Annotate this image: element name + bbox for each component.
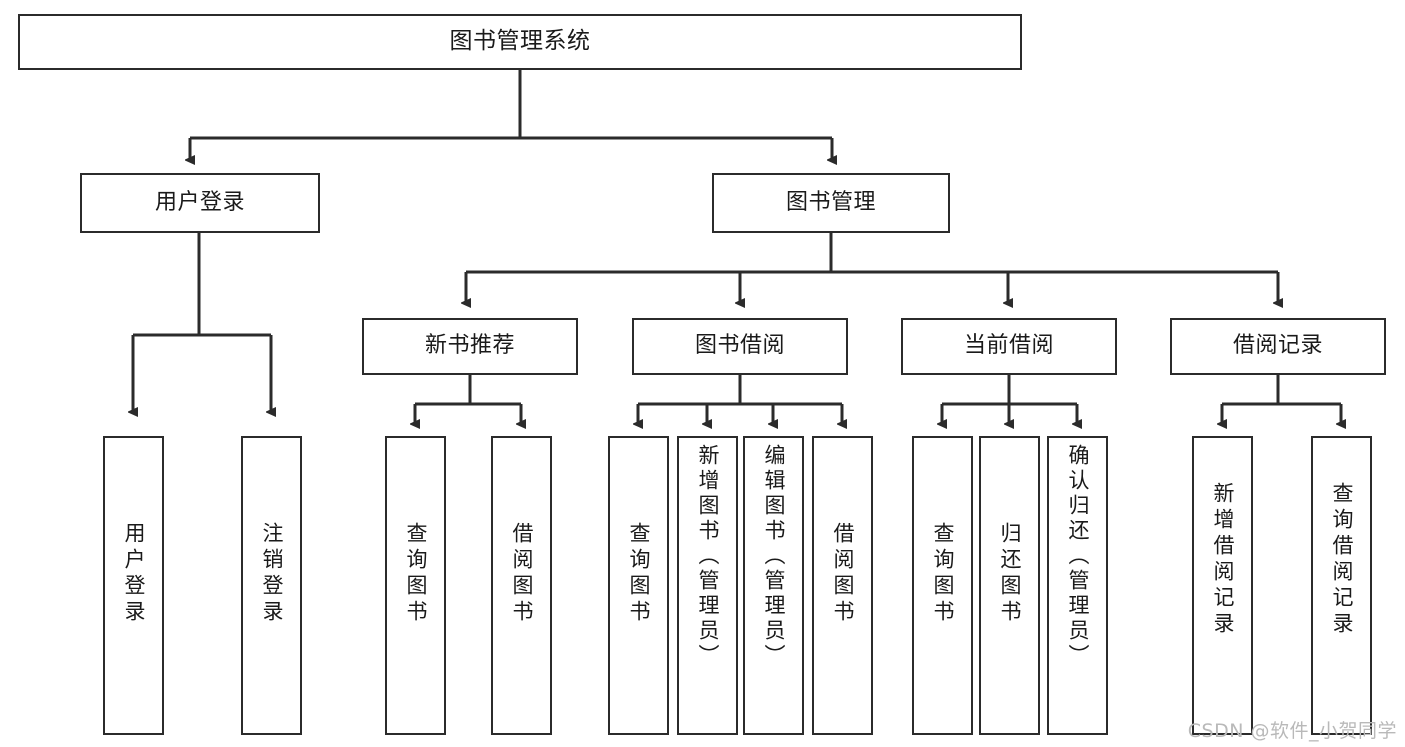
leaf-logout-login[interactable]: 注销登录 <box>241 436 302 735</box>
leaf-borrow-book-2[interactable]: 借阅图书 <box>812 436 873 735</box>
node-label: 图书借阅 <box>694 333 785 359</box>
node-label: 归还图书 <box>998 522 1022 626</box>
node-label: 用户登录 <box>122 522 146 626</box>
csdn-watermark: CSDN @软件_小贺同学 <box>1187 720 1397 742</box>
node-label: 新书推荐 <box>424 333 515 359</box>
node-label: 新增借阅记录 <box>1211 482 1235 638</box>
leaf-borrow-book-1[interactable]: 借阅图书 <box>491 436 552 735</box>
node-label: 编辑图书（管理员） <box>762 444 786 669</box>
node-label: 查询图书 <box>404 522 428 626</box>
leaf-return-book[interactable]: 归还图书 <box>979 436 1040 735</box>
leaf-query-record[interactable]: 查询借阅记录 <box>1311 436 1372 735</box>
leaf-user-login[interactable]: 用户登录 <box>103 436 164 735</box>
node-label: 查询图书 <box>931 522 955 626</box>
node-new-book-recommend[interactable]: 新书推荐 <box>362 318 578 375</box>
leaf-confirm-return[interactable]: 确认归还（管理员） <box>1047 436 1108 735</box>
node-root-system[interactable]: 图书管理系统 <box>18 14 1022 70</box>
node-label: 当前借阅 <box>963 333 1054 359</box>
node-label: 查询图书 <box>627 522 651 626</box>
node-label: 借阅记录 <box>1232 333 1323 359</box>
node-label: 借阅图书 <box>510 522 534 626</box>
node-label: 新增图书（管理员） <box>696 444 720 669</box>
leaf-query-book-1[interactable]: 查询图书 <box>385 436 446 735</box>
node-label: 注销登录 <box>260 522 284 626</box>
leaf-query-book-3[interactable]: 查询图书 <box>912 436 973 735</box>
node-label: 借阅图书 <box>831 522 855 626</box>
leaf-edit-book[interactable]: 编辑图书（管理员） <box>743 436 804 735</box>
node-label: 确认归还（管理员） <box>1066 444 1090 669</box>
node-label: 用户登录 <box>154 189 245 215</box>
leaf-add-record[interactable]: 新增借阅记录 <box>1192 436 1253 735</box>
node-user-login[interactable]: 用户登录 <box>80 173 320 233</box>
node-label: 查询借阅记录 <box>1330 482 1354 638</box>
node-borrow-record[interactable]: 借阅记录 <box>1170 318 1386 375</box>
node-book-borrow[interactable]: 图书借阅 <box>632 318 848 375</box>
node-label: 图书管理系统 <box>449 28 591 55</box>
leaf-add-book[interactable]: 新增图书（管理员） <box>677 436 738 735</box>
leaf-query-book-2[interactable]: 查询图书 <box>608 436 669 735</box>
node-label: 图书管理 <box>785 189 876 215</box>
node-book-management[interactable]: 图书管理 <box>712 173 950 233</box>
node-current-borrow[interactable]: 当前借阅 <box>901 318 1117 375</box>
